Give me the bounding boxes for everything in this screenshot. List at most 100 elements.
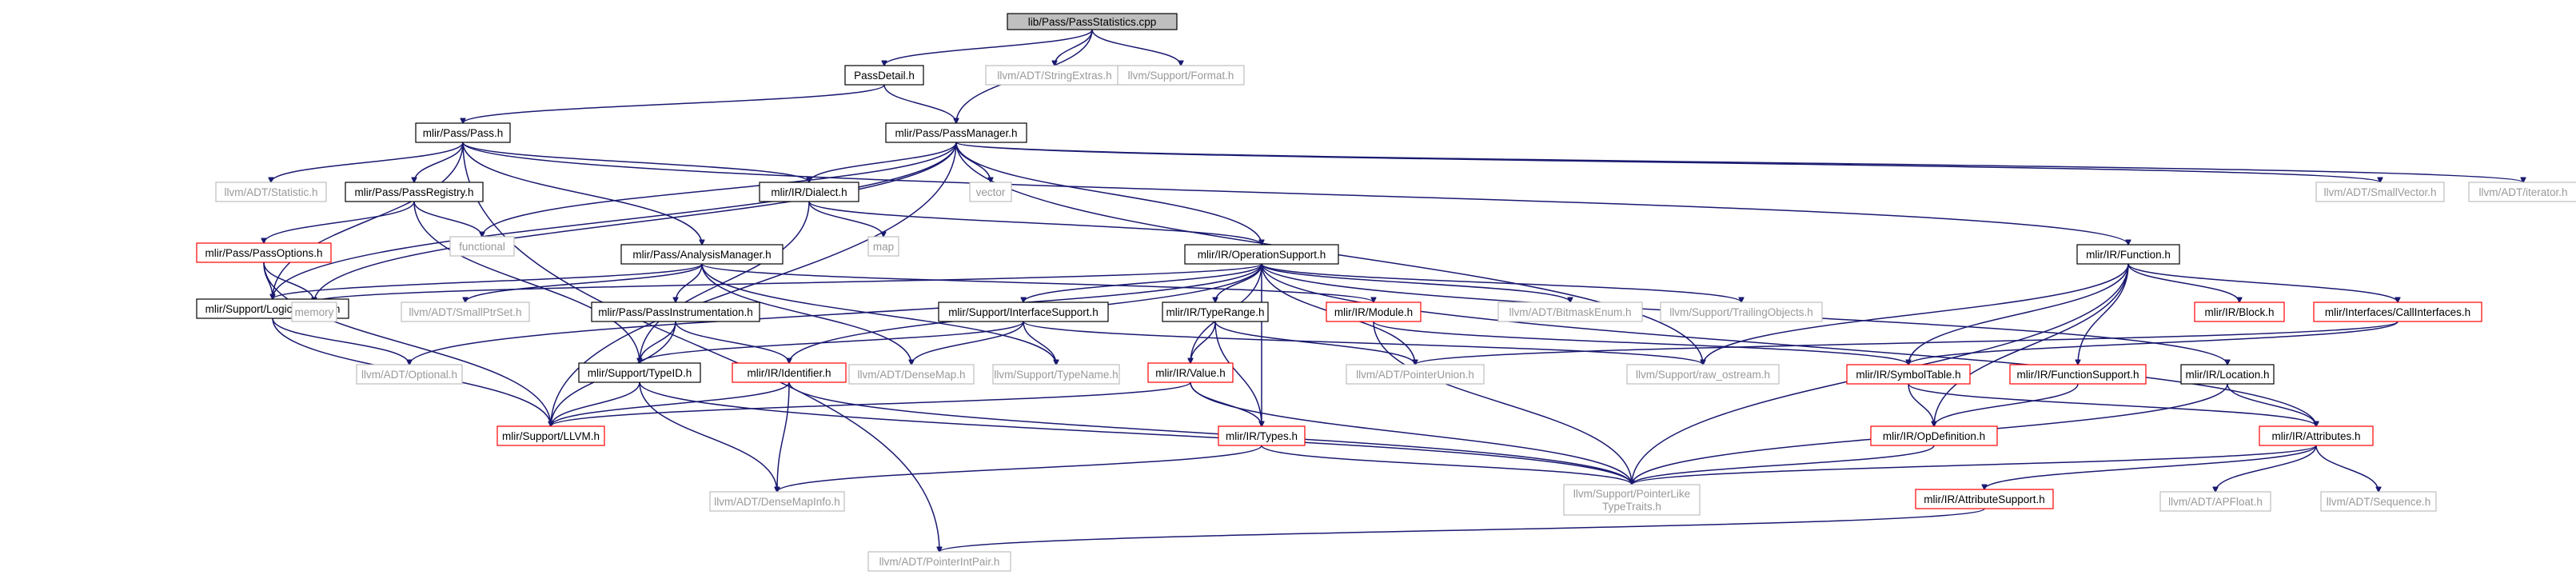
node-typename: llvm/Support/TypeName.h [992,364,1120,385]
node-passdetail[interactable]: PassDetail.h [844,65,924,86]
node-pass-box [415,122,511,143]
edge-pass-to-passregistry [414,142,464,182]
node-passregistry[interactable]: mlir/Pass/PassRegistry.h [345,182,484,202]
node-smallptrset: llvm/ADT/SmallPtrSet.h [401,301,530,322]
node-densemap: llvm/ADT/DenseMap.h [848,364,975,385]
node-iterator-label: llvm/ADT/iterator.h [2478,186,2567,198]
node-value-label: mlir/IR/Value.h [1155,367,1226,379]
node-apfloat-box [2159,491,2271,512]
node-pass[interactable]: mlir/Pass/Pass.h [415,122,511,143]
node-passmanager[interactable]: mlir/Pass/PassManager.h [885,122,1027,143]
node-passoptions[interactable]: mlir/Pass/PassOptions.h [196,242,332,263]
node-location[interactable]: mlir/IR/Location.h [2180,364,2275,385]
node-functionsupport-label: mlir/IR/FunctionSupport.h [2016,369,2139,381]
node-pointerintpair: llvm/ADT/PointerIntPair.h [867,551,1011,572]
node-analysismanager[interactable]: mlir/Pass/AnalysisManager.h [620,244,784,265]
node-types-box [1218,425,1306,446]
node-function[interactable]: mlir/IR/Function.h [2076,244,2180,265]
edge-typerange-to-pointerunion [1214,321,1415,365]
node-dialect[interactable]: mlir/IR/Dialect.h [759,182,859,202]
edge-pass-to-logicalresult [273,142,464,299]
edge-function-to-block [2127,263,2239,302]
node-callinterfaces-label: mlir/Interfaces/CallInterfaces.h [2325,306,2470,318]
node-llvmh[interactable]: mlir/Support/LLVM.h [496,425,605,446]
node-root-box [1007,13,1178,30]
node-functionsupport[interactable]: mlir/IR/FunctionSupport.h [2009,364,2147,385]
edge-opdefinition-to-pointerliketypetraits [1632,445,1935,485]
edge-typeid-to-llvmh [551,381,640,426]
edge-analysismanager-to-module [701,263,1374,302]
node-symboltable[interactable]: mlir/IR/SymbolTable.h [1846,364,1971,385]
edge-typerange-to-value [1190,321,1216,363]
node-attributesupport[interactable]: mlir/IR/AttributeSupport.h [1915,489,2054,509]
node-identifier[interactable]: mlir/IR/Identifier.h [732,362,847,383]
node-pointerintpair-box [867,551,1011,572]
edge-types-to-densemapinfo [777,445,1262,492]
node-callinterfaces[interactable]: mlir/Interfaces/CallInterfaces.h [2313,301,2482,322]
node-statistic: llvm/ADT/Statistic.h [215,182,327,202]
edge-passoptions-to-llvmh [263,262,551,426]
node-opdefinition[interactable]: mlir/IR/OpDefinition.h [1870,425,1998,446]
node-passregistry-label: mlir/Pass/PassRegistry.h [354,186,473,198]
edge-ifacesupport-to-rawostream [1023,321,1703,365]
node-bitmaskenum-label: llvm/ADT/BitmaskEnum.h [1509,306,1631,318]
node-identifier-box [732,362,847,383]
node-map-label: map [873,241,894,253]
edge-function-to-symboltable [1908,263,2129,365]
node-smallvector-label: llvm/ADT/SmallVector.h [2323,186,2436,198]
node-dialect-label: mlir/IR/Dialect.h [771,186,847,198]
edge-passmanager-to-functional [482,142,957,237]
node-sequence-label: llvm/ADT/Sequence.h [2327,496,2431,508]
node-identifier-label: mlir/IR/Identifier.h [747,367,831,379]
node-module[interactable]: mlir/IR/Module.h [1326,301,1422,322]
node-value[interactable]: mlir/IR/Value.h [1147,362,1234,383]
edge-analysismanager-to-logicalresult [273,263,703,299]
node-rawostream: llvm/Support/raw_ostream.h [1626,364,1780,385]
edge-logicalresult-to-optional [272,317,409,365]
edge-passdetail-to-passmanager [883,84,956,123]
node-densemapinfo-box [709,491,845,512]
edge-pass-to-function [462,142,2128,245]
edge-root-to-passdetail [884,29,1093,66]
node-stringextras-box [985,65,1124,86]
node-vector-box [969,182,1012,202]
node-passdetail-box [844,65,924,86]
edge-analysismanager-to-smallptrset [465,263,703,302]
node-root[interactable]: lib/Pass/PassStatistics.cpp [1007,13,1178,30]
edge-ifacesupport-to-densemap [911,321,1024,365]
edge-identifier-to-llvmh [551,381,790,426]
node-typerange[interactable]: mlir/IR/TypeRange.h [1162,301,1269,322]
edge-passmanager-to-smallvector [955,142,2380,182]
node-ifacesupport-box [938,301,1109,322]
node-apfloat-label: llvm/ADT/APFloat.h [2168,496,2263,508]
node-ifacesupport[interactable]: mlir/Support/InterfaceSupport.h [938,301,1109,322]
node-passinstr[interactable]: mlir/Pass/PassInstrumentation.h [591,301,760,322]
edge-functionsupport-to-opdefinition [1934,383,2079,426]
node-opsupport[interactable]: mlir/IR/OperationSupport.h [1184,244,1339,265]
node-map-box [867,236,899,257]
node-attributes[interactable]: mlir/IR/Attributes.h [2259,425,2374,446]
node-block[interactable]: mlir/IR/Block.h [2194,301,2285,322]
node-attributesupport-box [1915,489,2054,509]
node-module-label: mlir/IR/Module.h [1334,306,1413,318]
node-module-box [1326,301,1422,322]
node-vector: vector [969,182,1012,202]
edge-types-to-pointerliketypetraits [1261,445,1632,485]
node-types[interactable]: mlir/IR/Types.h [1218,425,1306,446]
edge-passinstr-to-identifier [675,321,789,363]
edge-passmanager-to-logicalresult [273,142,957,299]
edge-opsupport-to-trailing [1261,263,1741,302]
node-opdefinition-box [1870,425,1998,446]
node-passinstr-box [591,301,760,322]
edge-pass-to-pointerintpair [462,142,939,552]
node-memory: memory [291,301,337,322]
node-typeid[interactable]: mlir/Support/TypeID.h [578,362,701,383]
node-pass-label: mlir/Pass/Pass.h [423,127,504,139]
edge-value-to-llvmh [551,381,1191,426]
node-sequence-box [2320,491,2437,512]
edge-passregistry-to-functional [413,201,482,237]
edge-module-to-symboltable [1373,321,1908,365]
